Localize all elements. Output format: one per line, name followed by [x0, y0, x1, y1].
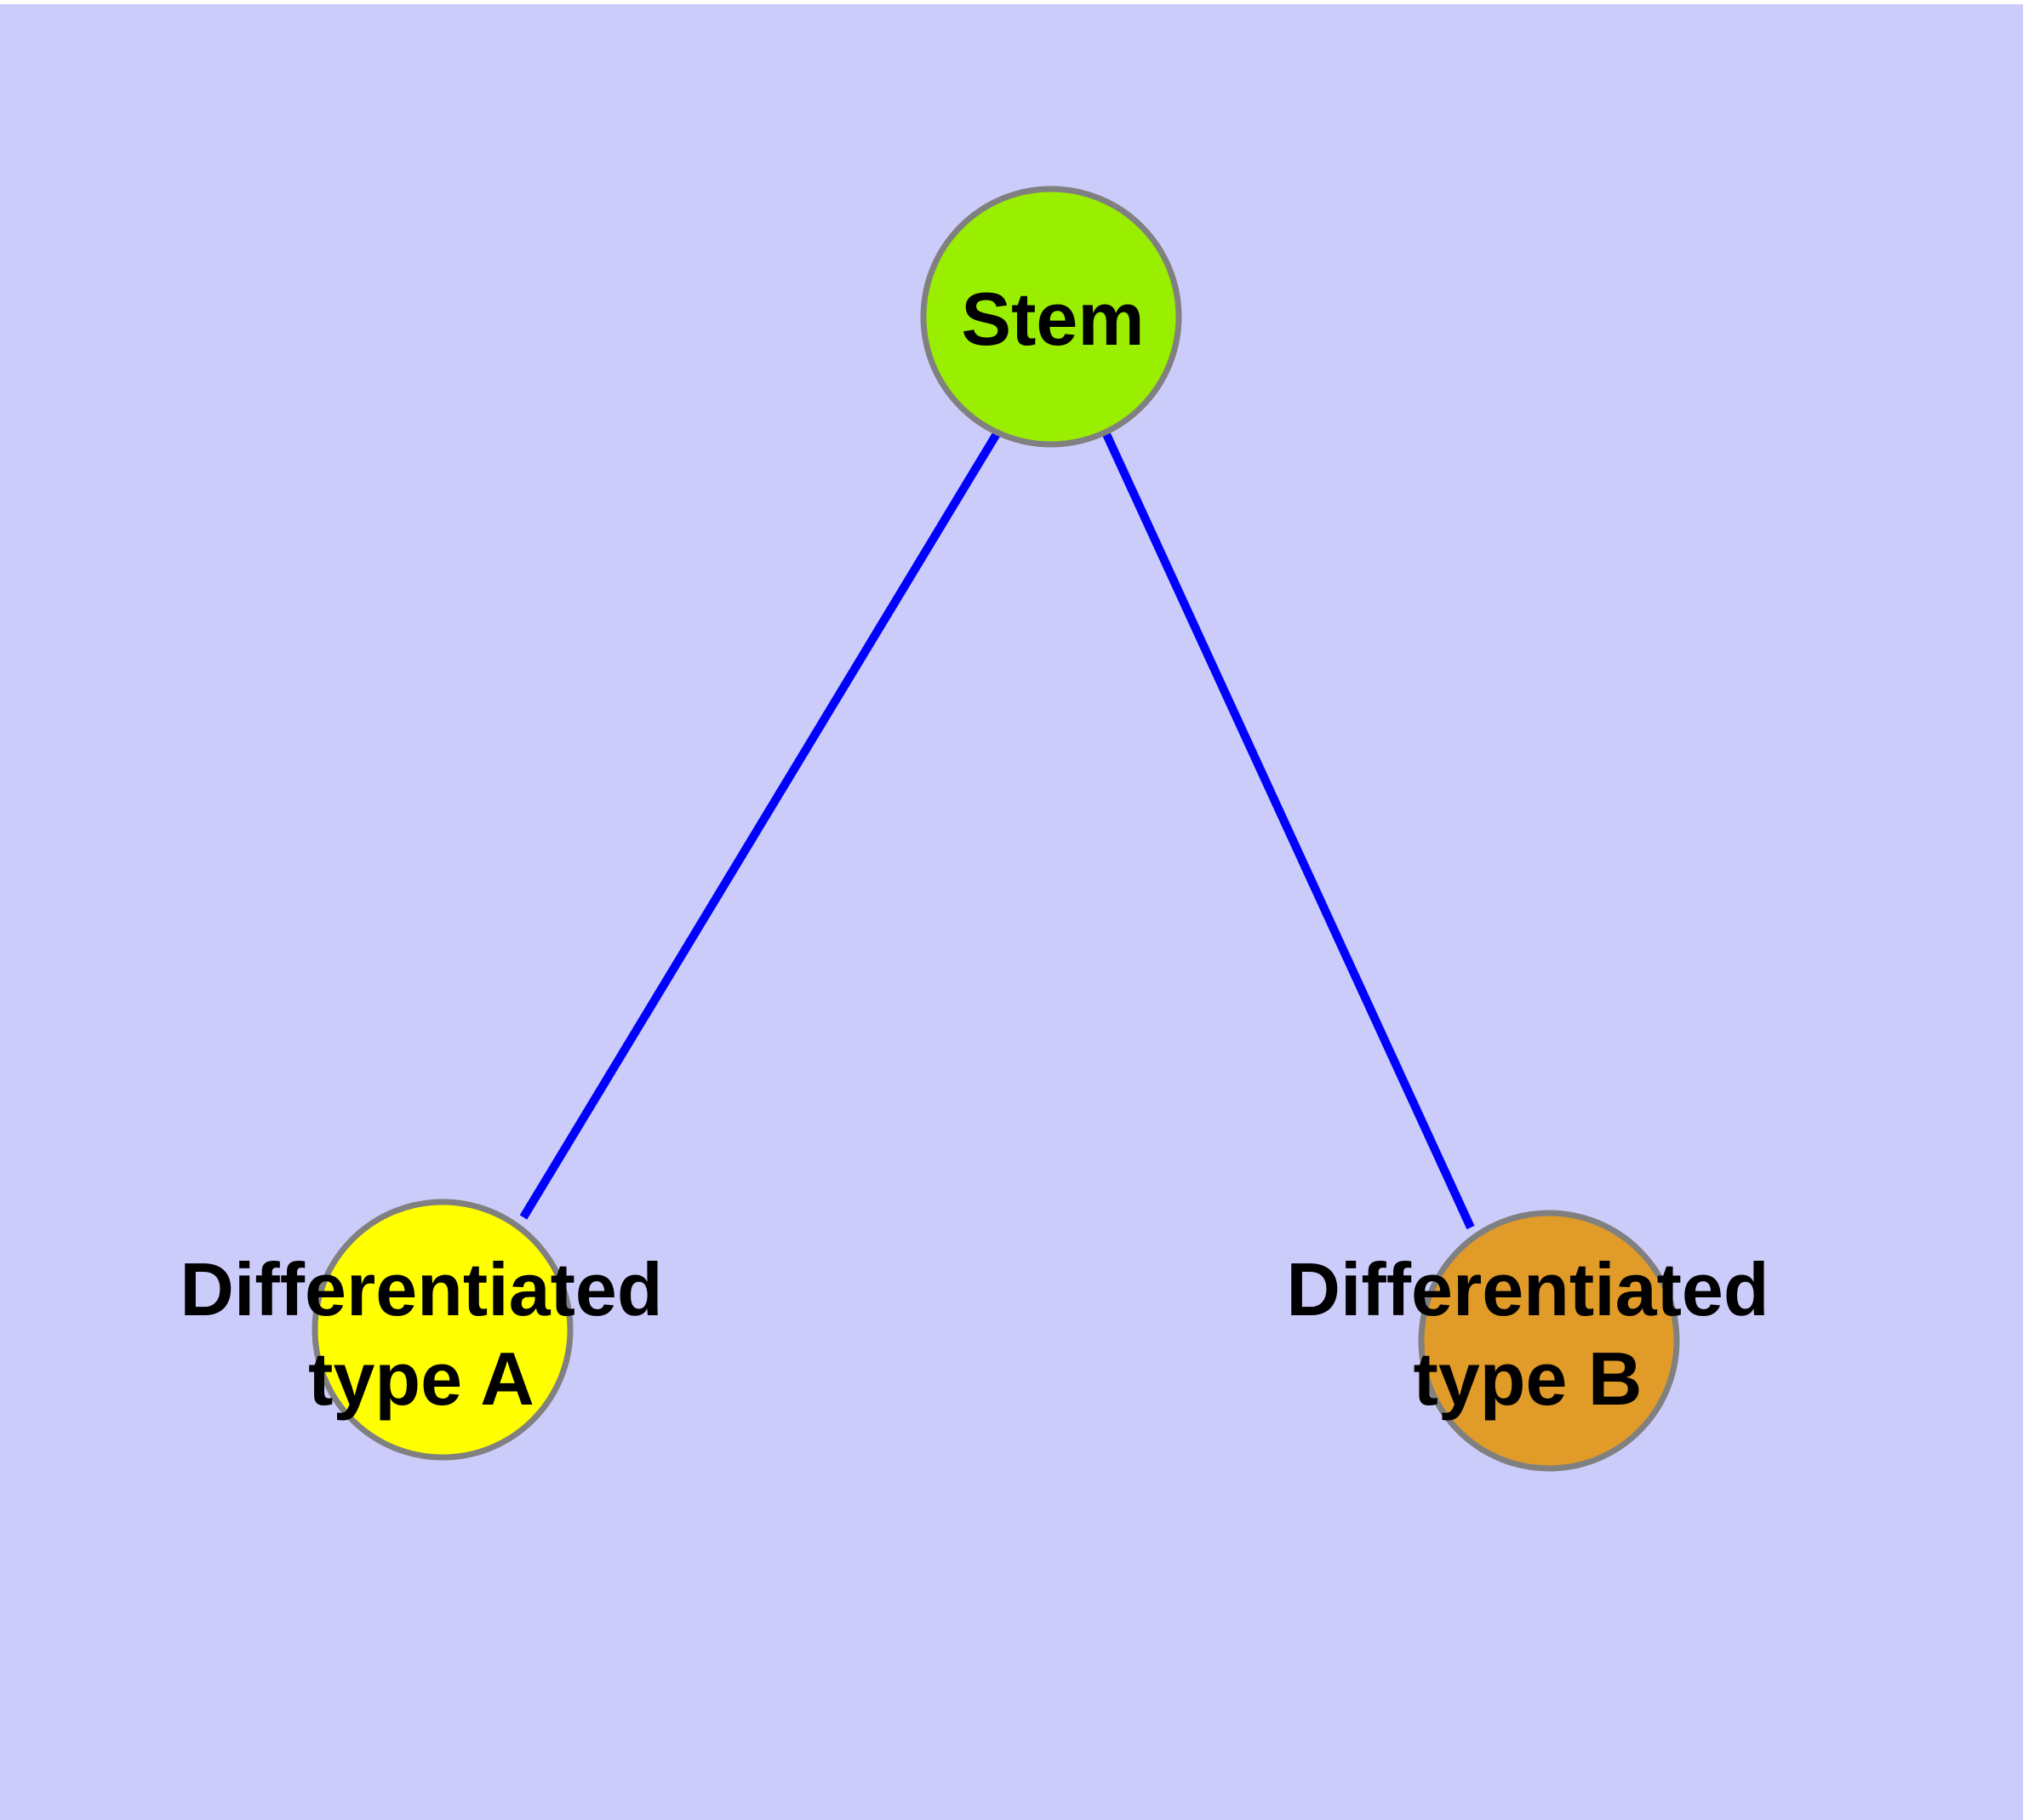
- edge-stem-to-type-b[interactable]: [1102, 432, 1475, 1230]
- edge-group: [519, 430, 1475, 1230]
- node-differentiated-type-b[interactable]: [1418, 1210, 1680, 1472]
- node-label-type-a-line1: Differentiated: [180, 1247, 662, 1331]
- node-label-type-b-line1: Differentiated: [1286, 1247, 1769, 1331]
- node-label-type-b-line2: type B: [1414, 1336, 1643, 1421]
- node-group: [311, 186, 1680, 1472]
- node-stem[interactable]: [920, 186, 1182, 448]
- node-differentiated-type-a[interactable]: [311, 1199, 574, 1461]
- label-group: Stem Differentiated type A Differentiate…: [180, 277, 1769, 1421]
- edge-stem-to-type-a[interactable]: [519, 430, 1002, 1220]
- node-label-type-a-line2: type A: [308, 1336, 534, 1421]
- node-label-stem: Stem: [961, 277, 1144, 361]
